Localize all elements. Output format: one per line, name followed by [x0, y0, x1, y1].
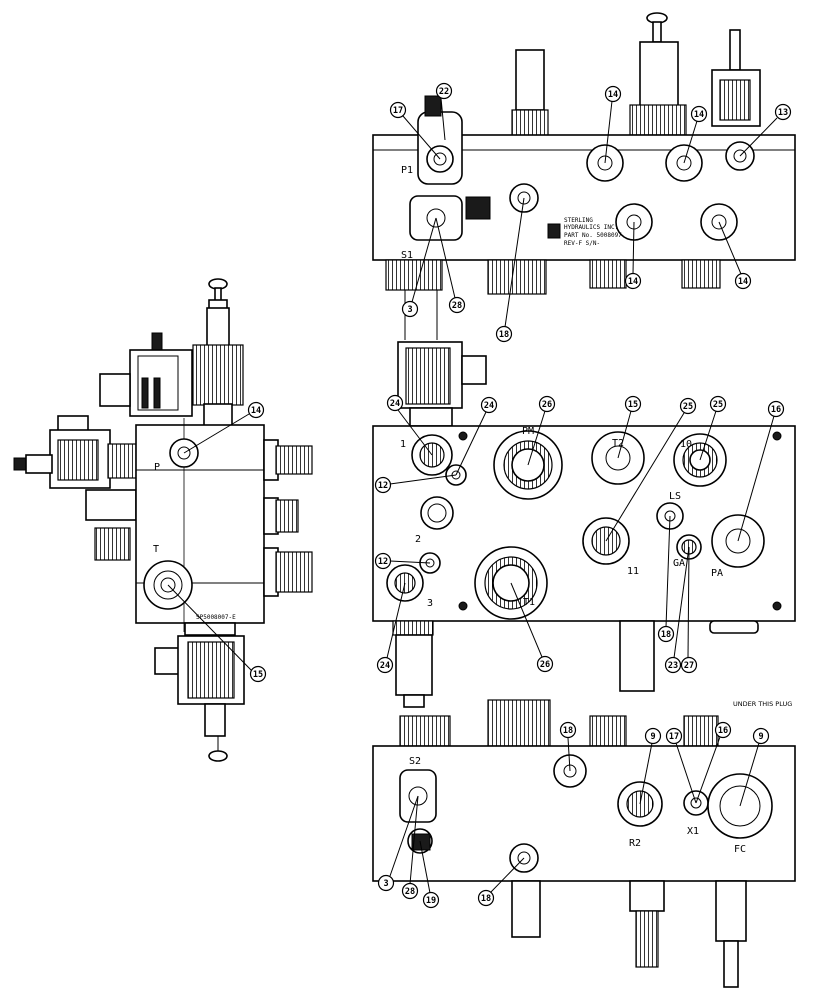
- callout-14-top-b: 14: [694, 110, 704, 120]
- callout-26-mid-a: 26: [542, 400, 552, 410]
- port-label-10: 10: [680, 439, 692, 450]
- callout-14-top-d: 14: [738, 277, 748, 287]
- port-label-x1: X1: [687, 826, 699, 837]
- port-label-p: P: [154, 462, 160, 473]
- callout-26-mid-b: 26: [540, 660, 550, 670]
- port-label-s1: S1: [401, 250, 413, 261]
- nameplate-line-2: HYDRAULICS INC.: [564, 224, 618, 231]
- middle-valve-block: 1 2 3 PM T2 10 LS 11 GA PA T1 24 24 26 1…: [372, 394, 796, 708]
- callout-18-top: 18: [499, 330, 509, 340]
- part-number-label: SP5008007-E: [196, 614, 236, 621]
- port-label-pa: PA: [711, 568, 723, 579]
- callout-14-top-a: 14: [608, 90, 618, 100]
- callout-3-top: 3: [407, 305, 412, 315]
- left-side-view: P T SP5008007-E 14 15: [13, 278, 313, 762]
- callout-28-bot: 28: [405, 887, 415, 897]
- callout-3-bot: 3: [383, 879, 388, 889]
- callout-17-bot: 17: [669, 732, 679, 742]
- port-label-pm: PM: [522, 426, 534, 437]
- callout-16-bot: 16: [718, 726, 728, 736]
- callout-19-bot: 19: [426, 896, 436, 906]
- port-label-ga: GA: [673, 558, 685, 569]
- callout-27-mid: 27: [684, 661, 694, 671]
- port-label-s2: S2: [409, 756, 421, 767]
- callout-16-mid: 16: [771, 405, 781, 415]
- port-label-fc: FC: [734, 844, 746, 855]
- callout-24-mid-c: 24: [380, 661, 390, 671]
- port-label-t2: T2: [612, 438, 624, 449]
- callout-25-mid-b: 25: [713, 400, 723, 410]
- callout-23-mid: 23: [668, 661, 678, 671]
- callout-13-top: 13: [778, 108, 788, 118]
- callout-18-bot-b: 18: [481, 894, 491, 904]
- port-label-11: 11: [627, 566, 639, 577]
- port-label-1: 1: [400, 439, 406, 450]
- port-label-2: 2: [415, 534, 421, 545]
- callout-9-bot-b: 9: [758, 732, 763, 742]
- nameplate-line-1: STERLING: [564, 217, 593, 224]
- callout-22-top: 22: [439, 87, 449, 97]
- callout-28-top: 28: [452, 301, 462, 311]
- solenoid-coil-left: [13, 415, 137, 561]
- callout-12-mid-a: 12: [378, 481, 388, 491]
- nameplate-line-4: REV-F S/N-: [564, 240, 600, 247]
- port-label-t1: T1: [523, 597, 535, 608]
- port-label-r2: R2: [629, 838, 641, 849]
- callout-24-mid-b: 24: [484, 401, 494, 411]
- port-label-t: T: [153, 544, 159, 555]
- bottom-valve-block: UNDER THIS PLUG S2 R2 X1 FC 18 9 17 16 9…: [372, 699, 796, 988]
- top-adjuster-knob: [192, 278, 244, 429]
- note-under-this-plug: UNDER THIS PLUG: [733, 700, 792, 708]
- callout-18-bot-a: 18: [563, 726, 573, 736]
- callout-14-left: 14: [251, 406, 261, 416]
- callout-12-mid-b: 12: [378, 557, 388, 567]
- callout-25-mid-a: 25: [683, 402, 693, 412]
- left-view-right-fittings: [263, 439, 313, 597]
- callout-15-mid: 15: [628, 400, 638, 410]
- port-label-p1: P1: [401, 165, 413, 176]
- callout-24-mid-a: 24: [390, 399, 400, 409]
- callout-17-top: 17: [393, 106, 403, 116]
- callout-15-left: 15: [253, 670, 263, 680]
- port-label-3: 3: [427, 598, 433, 609]
- callout-9-bot-a: 9: [650, 732, 655, 742]
- nameplate-line-3: PART No. 5008097: [564, 232, 622, 239]
- port-label-ls: LS: [669, 491, 681, 502]
- top-valve-block: P1 S1 STERLING HYDRAULICS INC. PART No. …: [372, 12, 796, 343]
- solenoid-coil-middle-top: [397, 341, 487, 427]
- callout-14-top-c: 14: [628, 277, 638, 287]
- solenoid-coil-bottom: [154, 622, 245, 762]
- callout-18-mid: 18: [661, 630, 671, 640]
- solenoid-coil-top: [99, 332, 193, 417]
